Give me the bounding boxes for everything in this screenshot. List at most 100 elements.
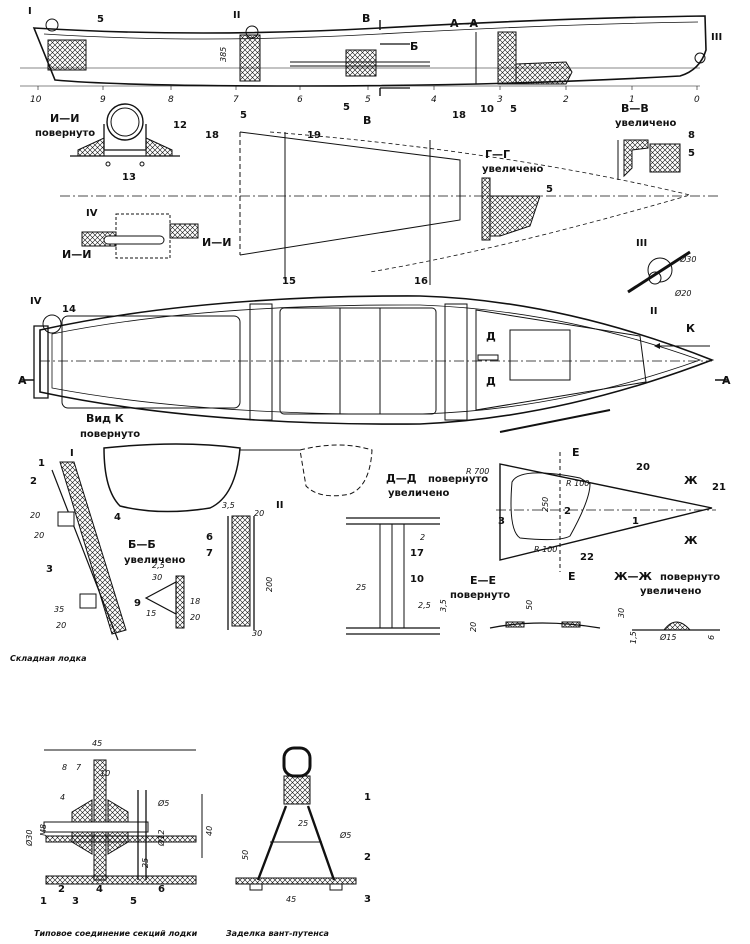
chainplate-detail: 25 Ø5 50 45 1 2 3 Заделка вант-путенса <box>226 746 371 938</box>
callout-15: 15 <box>282 276 296 287</box>
joint-part-5: 5 <box>130 896 137 907</box>
roman-label-I-detail: I <box>70 448 74 459</box>
section-AA-label: А—А <box>450 17 479 30</box>
panel-layout: 18 19 18 В <box>60 110 720 285</box>
section-GG-title: Г—Г <box>485 148 510 161</box>
callout-17: 17 <box>410 548 424 559</box>
joint-dim-M8: M8 <box>39 824 48 836</box>
callout-9: 9 <box>134 598 141 609</box>
joint-dim-phi5: Ø5 <box>157 798 169 808</box>
section-ZHZH-subtitle-2: увеличено <box>640 586 702 597</box>
section-II-subtitle: повернуто <box>35 128 95 139</box>
station-10: 10 <box>30 95 42 105</box>
callout-1-plate: 1 <box>632 516 639 527</box>
roman-label-IV-b: IV <box>30 296 42 307</box>
section-DD-detail: Д—Д повернуто увеличено 2 25 2,5 3,5 17 … <box>346 472 488 635</box>
joint-part-3: 3 <box>72 896 79 907</box>
dim-3-5-wall: 3,5 <box>222 501 235 510</box>
callout-3-I: 3 <box>46 564 53 575</box>
callout-16: 16 <box>414 276 428 287</box>
joint-dim-40: 40 <box>205 826 214 836</box>
section-II-marker-b: И—И <box>202 236 231 249</box>
section-VV-subtitle: увеличено <box>615 118 677 129</box>
callout-10-dd: 10 <box>410 574 424 585</box>
callout-5-vv: 5 <box>688 148 695 159</box>
callout-18-a: 18 <box>205 130 219 141</box>
section-DD-subtitle-2: увеличено <box>388 488 450 499</box>
plan-label-D-bottom: Д <box>486 375 496 388</box>
roman-label-IV-a: IV <box>86 208 98 219</box>
station-9: 9 <box>100 95 106 105</box>
joint-dim-25: 25 <box>141 858 150 868</box>
detail-II-wall: II 3,5 20 200 30 6 7 <box>206 500 283 638</box>
dim-3-5-dd: 3,5 <box>439 599 448 612</box>
dim-25-dd: 25 <box>356 583 366 592</box>
plan-label-ZH-bottom: Ж <box>684 534 698 547</box>
dim-20-ee: 20 <box>469 622 478 632</box>
callout-21: 21 <box>712 482 726 493</box>
callout-4-I: 4 <box>114 512 121 523</box>
section-GG-detail: Г—Г увеличено 5 <box>481 148 553 241</box>
plan-label-K: К <box>686 322 695 335</box>
view-K-subtitle: повернуто <box>80 429 140 440</box>
caption-joint: Типовое соединение секций лодки <box>34 929 198 938</box>
section-BB-detail: Б—Б увеличено 2,5 30 15 18 20 9 <box>124 538 200 629</box>
callout-19: 19 <box>307 130 321 141</box>
callout-2-plate: 2 <box>564 506 571 517</box>
dim-18-bb: 18 <box>190 597 200 606</box>
callout-5-d: 5 <box>510 104 517 115</box>
station-5: 5 <box>365 95 371 105</box>
dim-50-ee: 50 <box>525 600 534 610</box>
section-DD-title: Д—Д <box>386 472 417 485</box>
joint-dim-8: 8 <box>62 763 67 772</box>
joint-dim-45: 45 <box>92 739 102 748</box>
callout-2-I: 2 <box>30 476 37 487</box>
plan-label-A-right: А <box>722 374 731 387</box>
chainplate-dim-45: 45 <box>286 895 296 904</box>
chainplate-dim-50: 50 <box>241 850 250 860</box>
chainplate-part-2: 2 <box>364 852 371 863</box>
plan-label-D-top: Д <box>486 330 496 343</box>
dim-385: 385 <box>219 47 228 62</box>
joint-dim-phi12: Ø12 <box>156 830 166 847</box>
callout-8: 8 <box>688 130 695 141</box>
station-3: 3 <box>497 95 503 105</box>
knee-plate: R 700 R 100 R 100 250 20 21 22 2 3 1 Е Е… <box>466 446 726 583</box>
section-DD-subtitle-1: повернуто <box>428 474 488 485</box>
callout-7-wall: 7 <box>206 548 213 559</box>
caption-chainplate: Заделка вант-путенса <box>226 929 329 938</box>
dim-20-c: 20 <box>56 621 66 630</box>
roman-label-I: I <box>28 6 32 17</box>
section-II-detail: И—И повернуто 12 13 <box>35 103 187 183</box>
view-K: Вид К повернуто <box>80 409 611 513</box>
callout-20: 20 <box>636 462 650 473</box>
view-K-title: Вид К <box>86 412 124 425</box>
side-profile <box>20 15 707 96</box>
joint-dim-10: 10 <box>100 769 110 778</box>
section-ZHZH-title: Ж—Ж <box>614 570 652 583</box>
section-BB-subtitle: увеличено <box>124 555 186 566</box>
section-GG-subtitle: увеличено <box>482 164 544 175</box>
dim-30-bb: 30 <box>152 573 162 582</box>
callout-14: 14 <box>62 304 76 315</box>
detail-I: I 1 2 3 4 20 20 35 20 <box>30 448 127 641</box>
callout-18-b: 18 <box>452 110 466 121</box>
station-0: 0 <box>694 95 700 105</box>
callout-5-gg: 5 <box>546 184 553 195</box>
dim-phi20: Ø20 <box>674 288 691 298</box>
station-numbers: 10 9 8 7 6 5 4 3 2 1 0 <box>30 95 700 105</box>
callout-5-c: 5 <box>343 102 350 113</box>
dim-2-5-bb: 2,5 <box>152 561 165 570</box>
dim-phi15-zh: Ø15 <box>659 632 676 642</box>
dim-30-zh: 30 <box>617 608 626 618</box>
chainplate-dim-phi5: Ø5 <box>339 830 351 840</box>
dim-R700: R 700 <box>466 467 489 476</box>
section-VV-detail: В—В увеличено 8 5 <box>615 102 695 180</box>
section-EE-subtitle: повернуто <box>450 590 510 601</box>
dim-30-wall: 30 <box>252 629 262 638</box>
station-1: 1 <box>629 95 635 105</box>
section-EE-title: Е—Е <box>470 574 496 587</box>
callout-13: 13 <box>122 172 136 183</box>
dim-2-dd: 2 <box>420 533 425 542</box>
dim-R100-b: R 100 <box>534 545 557 554</box>
